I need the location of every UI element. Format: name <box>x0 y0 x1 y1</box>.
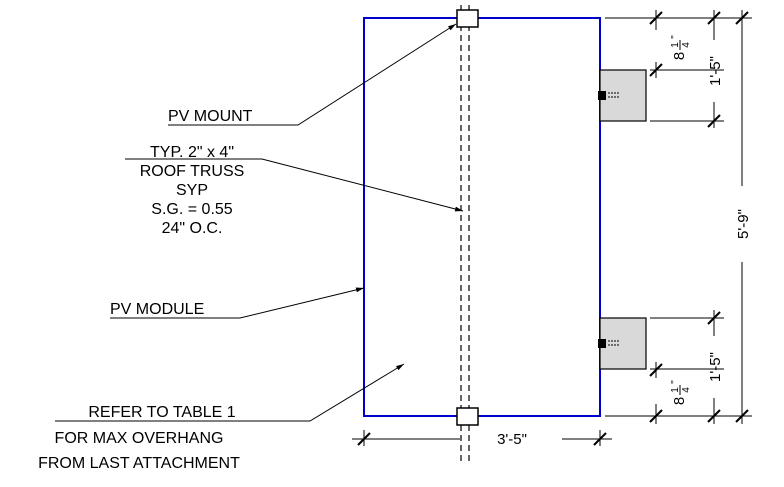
svg-text:TYP. 2" x 4": TYP. 2" x 4" <box>150 144 234 161</box>
bottom-mount-clamp <box>456 407 479 426</box>
overall-height-dimension <box>735 10 749 424</box>
svg-text:FROM LAST ATTACHMENT: FROM LAST ATTACHMENT <box>38 455 240 472</box>
svg-text:": " <box>670 35 681 39</box>
svg-text:4: 4 <box>681 387 692 393</box>
top-spacing-dimension <box>707 10 721 128</box>
roof-truss <box>460 5 470 462</box>
top-mount-clamp <box>456 9 479 28</box>
svg-text:4: 4 <box>681 42 692 48</box>
svg-text:8: 8 <box>671 52 688 60</box>
top-attachment-mount <box>598 69 647 122</box>
top-offset-dimension <box>649 10 663 78</box>
pv-module-label: PV MODULE <box>110 301 204 318</box>
truss-label: TYP. 2" x 4" ROOF TRUSS SYP S.G. = 0.55 … <box>140 144 245 237</box>
top-offset-text: 8 1 4 " <box>670 35 692 60</box>
svg-text:1: 1 <box>670 42 681 48</box>
top-spacing-text: 1'-5" <box>707 56 724 86</box>
extension-lines <box>605 17 752 417</box>
svg-text:S.G. = 0.55: S.G. = 0.55 <box>151 201 232 218</box>
svg-text:REFER TO TABLE 1: REFER TO TABLE 1 <box>88 404 235 421</box>
bottom-offset-dimension <box>649 362 663 424</box>
svg-text:1: 1 <box>670 387 681 393</box>
leader-lines <box>55 23 464 422</box>
svg-text:FOR MAX OVERHANG: FOR MAX OVERHANG <box>55 430 224 447</box>
pv-module-outline <box>363 17 601 417</box>
svg-text:8: 8 <box>671 397 688 405</box>
svg-text:ROOF TRUSS: ROOF TRUSS <box>140 163 245 180</box>
overall-height-text: 5'-9" <box>735 209 752 239</box>
refer-note: REFER TO TABLE 1 FOR MAX OVERHANG FROM L… <box>38 404 240 472</box>
svg-text:SYP: SYP <box>176 182 208 199</box>
bottom-attachment-mount <box>598 317 647 370</box>
bottom-spacing-dimension <box>707 310 721 424</box>
pv-mount-label: PV MOUNT <box>168 108 253 125</box>
svg-text:24" O.C.: 24" O.C. <box>162 220 223 237</box>
width-dimension <box>352 430 612 446</box>
bottom-spacing-text: 1'-5" <box>707 352 724 382</box>
bottom-offset-text: 8 1 4 " <box>670 380 692 405</box>
svg-text:": " <box>670 380 681 384</box>
width-dimension-text: 3'-5" <box>497 431 527 448</box>
